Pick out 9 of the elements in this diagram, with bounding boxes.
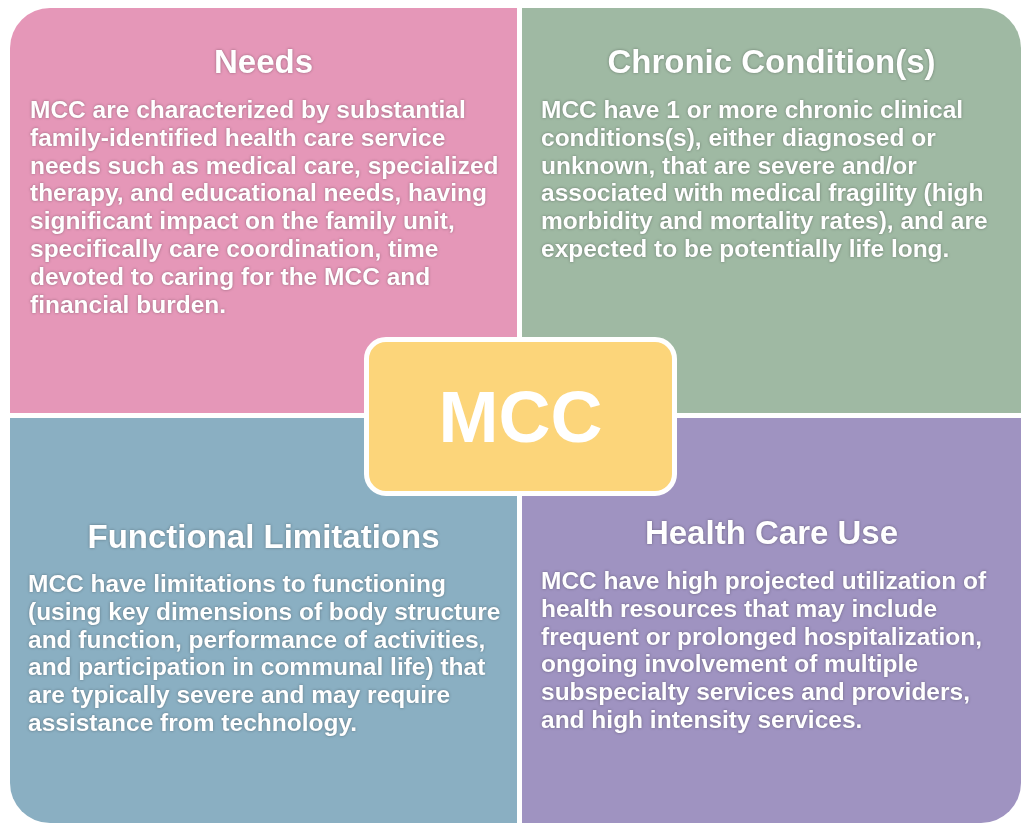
panel-description: MCC have 1 or more chronic clinical conditions(s), either diagnosed or unknown, that are severe and/or associated with medical fragility (high morbidity and mortality rates), and are expected to be potentially life long. (541, 96, 989, 263)
panel-description: MCC have limitations to functioning (using key dimensions of body structure and function, performance of activities, and participation in communal life) that are typically severe and may require assistance from technology. (28, 570, 502, 737)
panel-description: MCC are characterized by substantial family-identified health care service needs such as medical care, specialized therapy, and educational needs, having significant impact on the family unit, specifically care coordination, time devoted to caring for the MCC and financial burden. (30, 96, 500, 319)
panel-description: MCC have high projected utilization of health resources that may include frequent or prolonged hospitalization, ongoing involvement of multiple subspecialty services and providers, and high intensity services. (541, 567, 988, 734)
panel-heading: Health Care Use (643, 514, 900, 552)
panel-heading: Functional Limitations (86, 518, 441, 556)
panel-heading: Needs (212, 43, 315, 81)
center-box: MCC (364, 337, 677, 496)
panel-heading: Chronic Condition(s) (606, 43, 937, 81)
